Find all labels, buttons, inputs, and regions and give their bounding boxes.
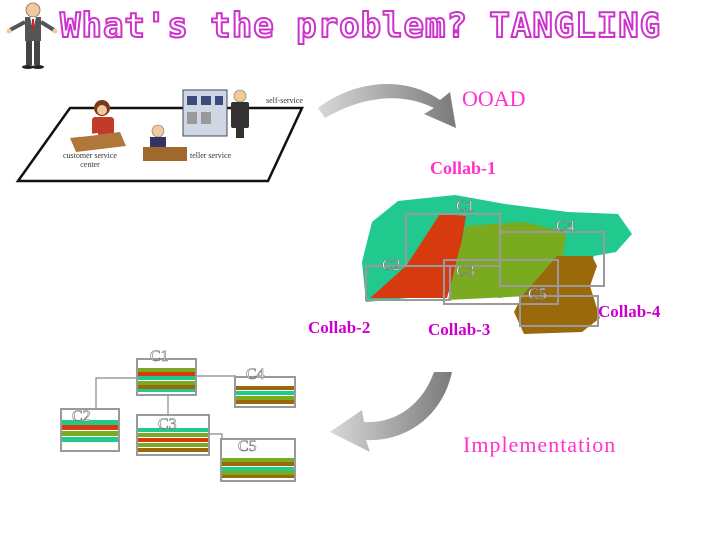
impl-module-c4-label: C4: [246, 366, 265, 384]
blob-module-c2-label: C2: [382, 257, 401, 275]
teller-service-label: teller service: [190, 151, 232, 160]
impl-module-c3-label: C3: [158, 416, 177, 434]
bank-scene-illustration: [15, 89, 304, 183]
module-hierarchy-connectors: [95, 375, 236, 438]
collab3-label: Collab-3: [428, 320, 491, 339]
impl-module-c3-box: [136, 414, 210, 456]
impl-module-c2-stripes: [62, 410, 118, 450]
blob-module-c2-box: [365, 265, 451, 301]
blob-module-c4-label: C4: [556, 218, 575, 236]
collab2-region: [370, 214, 466, 298]
impl-module-c4-stripes: [236, 378, 294, 406]
impl-module-c3-stripes: [138, 416, 208, 454]
impl-module-c4-box: [234, 376, 296, 408]
ooad-label: OOAD: [462, 86, 526, 111]
blob-module-c3-label: C3: [456, 263, 475, 281]
impl-module-c1-stripes: [138, 360, 195, 394]
presenter-figure-icon: [6, 2, 58, 69]
customer-service-label: customer service center: [63, 151, 117, 169]
collab4-label: Collab-4: [598, 302, 661, 321]
curved-arrow-bottom-icon: [330, 372, 452, 452]
blob-module-c4-box: [499, 231, 605, 287]
collab2-label: Collab-2: [308, 318, 371, 337]
collab1-label: Collab-1: [430, 158, 497, 178]
impl-module-c2-box: [60, 408, 120, 452]
blob-module-c1-label: C1: [456, 198, 475, 216]
impl-module-c1-label: C1: [150, 348, 169, 366]
blob-module-c5-label: C5: [528, 286, 547, 304]
impl-module-c2-label: C2: [72, 408, 91, 426]
blob-module-c5-box: [519, 295, 599, 327]
curved-arrow-top-icon: [318, 84, 456, 128]
impl-module-c5-box: [220, 438, 296, 482]
implementation-label: Implementation: [463, 432, 617, 457]
self-service-label: self-service: [266, 96, 303, 105]
impl-module-c5-label: C5: [238, 438, 257, 456]
impl-module-c5-stripes: [222, 440, 294, 480]
slide-title: What's the problem? TANGLING: [59, 5, 662, 47]
impl-module-c1-box: [136, 358, 197, 396]
